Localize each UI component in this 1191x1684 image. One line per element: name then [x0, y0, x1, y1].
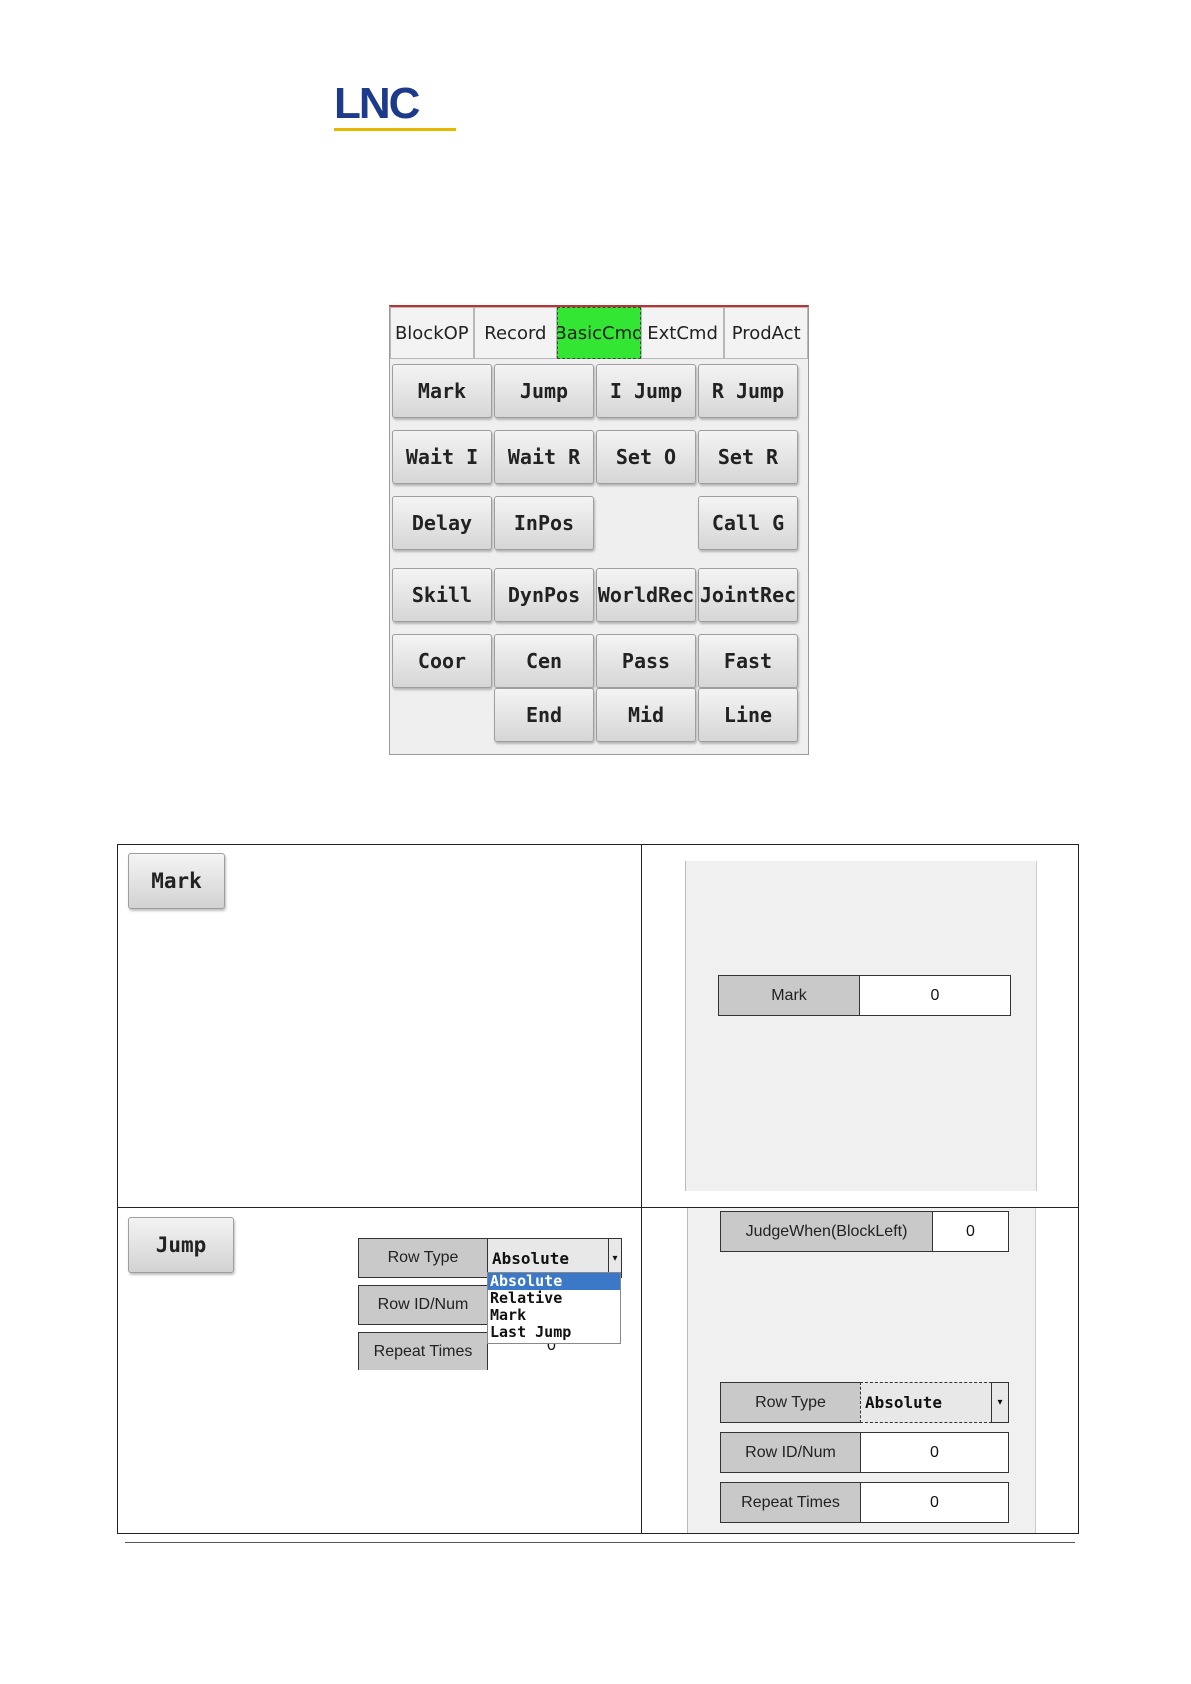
row-type-dropdown-list[interactable]: Absolute Relative Mark Last Jump	[487, 1272, 621, 1344]
option-last-jump[interactable]: Last Jump	[490, 1323, 572, 1341]
footer-rule	[125, 1542, 1075, 1543]
tab-extcmd[interactable]: ExtCmd	[640, 307, 725, 359]
end-button[interactable]: End	[494, 688, 594, 742]
mark-command-button[interactable]: Mark	[128, 853, 225, 909]
row-type-label: Row Type	[720, 1382, 861, 1423]
option-absolute[interactable]: Absolute	[488, 1273, 620, 1290]
judge-when-label: JudgeWhen(BlockLeft)	[720, 1211, 933, 1252]
set-o-button[interactable]: Set O	[596, 430, 696, 484]
repeat-times-label: Repeat Times	[720, 1482, 861, 1523]
wait-i-button[interactable]: Wait I	[392, 430, 492, 484]
mark-param-label: Mark	[718, 975, 860, 1016]
set-r-button[interactable]: Set R	[698, 430, 798, 484]
lnc-logo: LNC	[334, 82, 456, 132]
popup-row-type-label: Row Type	[358, 1238, 488, 1278]
repeat-times-value[interactable]: 0	[860, 1482, 1009, 1523]
jump-command-button[interactable]: Jump	[128, 1217, 234, 1273]
skill-button[interactable]: Skill	[392, 568, 492, 622]
tab-basiccmd[interactable]: BasicCmd	[557, 307, 641, 359]
mid-button[interactable]: Mid	[596, 688, 696, 742]
mark-param-value[interactable]: 0	[859, 975, 1011, 1016]
row-id-label: Row ID/Num	[720, 1432, 861, 1473]
fast-button[interactable]: Fast	[698, 634, 798, 688]
popup-repeat-label: Repeat Times	[358, 1332, 488, 1370]
option-relative[interactable]: Relative	[490, 1289, 563, 1307]
chevron-down-icon[interactable]: ▾	[991, 1382, 1009, 1423]
command-table	[117, 844, 1079, 1534]
logo-text: LNC	[334, 79, 420, 128]
jump-button[interactable]: Jump	[494, 364, 594, 418]
option-mark[interactable]: Mark	[490, 1306, 527, 1324]
coor-button[interactable]: Coor	[392, 634, 492, 688]
wait-r-button[interactable]: Wait R	[494, 430, 594, 484]
r-jump-button[interactable]: R Jump	[698, 364, 798, 418]
popup-row-id-label: Row ID/Num	[358, 1285, 488, 1325]
tab-prodact[interactable]: ProdAct	[724, 307, 808, 359]
basic-cmd-panel: BlockOP Record BasicCmd ExtCmd ProdAct M…	[389, 305, 809, 755]
cen-button[interactable]: Cen	[494, 634, 594, 688]
row-divider	[117, 1207, 1079, 1208]
column-divider	[641, 844, 642, 1534]
line-button[interactable]: Line	[698, 688, 798, 742]
i-jump-button[interactable]: I Jump	[596, 364, 696, 418]
row-type-select[interactable]: Absolute	[860, 1382, 992, 1423]
worldrec-button[interactable]: WorldRec	[596, 568, 696, 622]
tab-bar: BlockOP Record BasicCmd ExtCmd ProdAct	[390, 307, 808, 359]
delay-button[interactable]: Delay	[392, 496, 492, 550]
dynpos-button[interactable]: DynPos	[494, 568, 594, 622]
call-g-button[interactable]: Call G	[698, 496, 798, 550]
jointrec-button[interactable]: JointRec	[698, 568, 798, 622]
popup-repeat-value: 0	[547, 1342, 556, 1354]
mark-button[interactable]: Mark	[392, 364, 492, 418]
tab-blockop[interactable]: BlockOP	[390, 307, 474, 359]
judge-when-value[interactable]: 0	[932, 1211, 1009, 1252]
inpos-button[interactable]: InPos	[494, 496, 594, 550]
jump-param-panel	[687, 1208, 1036, 1533]
pass-button[interactable]: Pass	[596, 634, 696, 688]
row-id-value[interactable]: 0	[860, 1432, 1009, 1473]
mark-param-panel	[685, 861, 1037, 1191]
logo-underline	[334, 128, 456, 131]
tab-record[interactable]: Record	[473, 307, 558, 359]
